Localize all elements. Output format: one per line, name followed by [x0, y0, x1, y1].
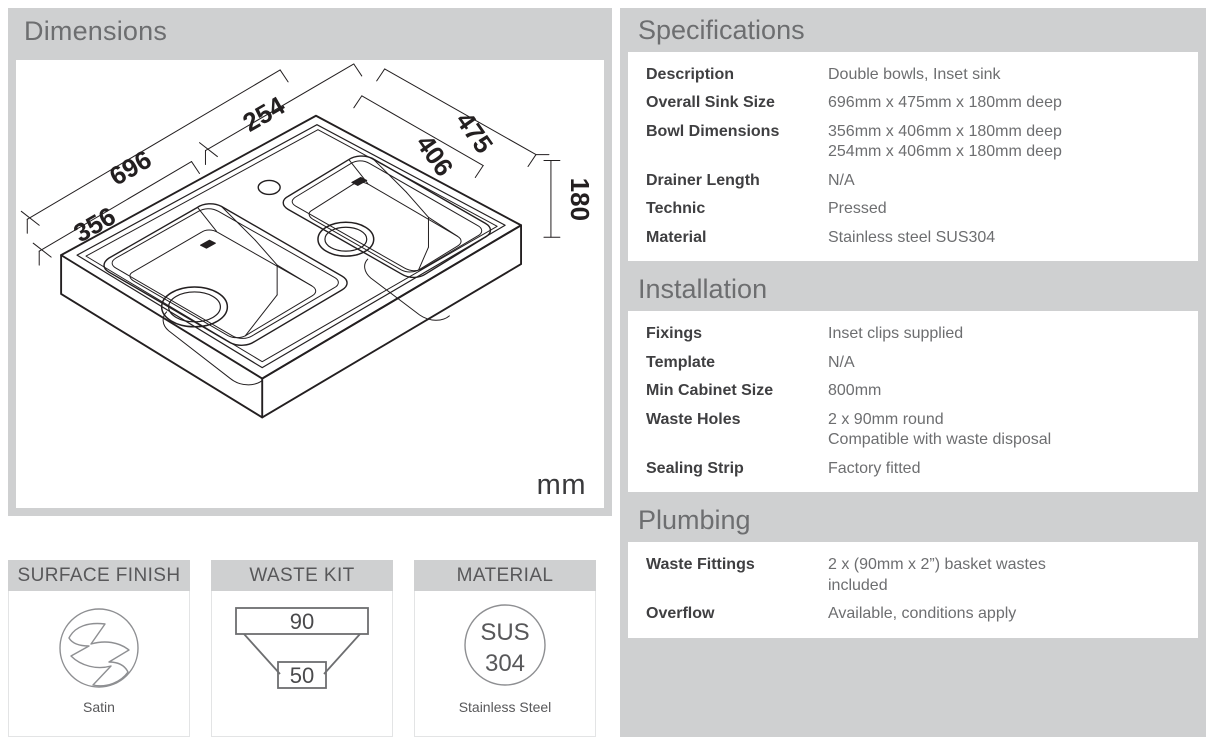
spec-value-line: Double bowls, Inset sink — [828, 66, 1001, 83]
spec-value-line: 254mm x 406mm x 180mm deep — [828, 143, 1062, 161]
spec-value-line: 356mm x 406mm x 180mm deep — [828, 122, 1062, 140]
spec-label: Waste Fittings — [646, 556, 755, 574]
spec-label: Bowl Dimensions — [646, 122, 780, 140]
spec-label: Material — [646, 228, 707, 246]
spec-row: Sealing Strip Factory fitted — [628, 455, 1198, 483]
spec-value-line: 696mm x 475mm x 180mm deep — [828, 94, 1062, 112]
spec-row: Min Cabinet Size 800mm — [628, 377, 1198, 405]
material-grade-line1: SUS — [480, 619, 529, 646]
spec-row: Fixings Inset clips supplied — [628, 320, 1198, 348]
spec-value: Double bowls, Inset sink — [828, 65, 1198, 85]
feature-body-surface-finish: Satin — [8, 591, 190, 737]
dim-254: 254 — [238, 92, 290, 138]
spec-value-line: Compatible with waste disposal — [828, 431, 1052, 449]
spec-value-line: Stainless steel SUS304 — [828, 228, 996, 246]
feature-heading-surface-finish: SURFACE FINISH — [8, 560, 190, 591]
waste-kit-top-size: 90 — [290, 609, 314, 634]
spec-value-line: 2 x 90mm round — [828, 410, 944, 428]
spec-value: N/A — [828, 171, 1198, 191]
spec-value-line: included — [828, 576, 888, 594]
spec-row: Template N/A — [628, 349, 1198, 377]
spec-label: Description — [646, 66, 735, 83]
spec-row: Waste Fittings 2 x (90mm x 2”) basket was… — [628, 551, 1198, 600]
feature-heading-waste-kit: WASTE KIT — [211, 560, 393, 591]
dim-406: 406 — [410, 130, 458, 181]
material-grade-icon: SUS 304 — [453, 599, 557, 697]
unit-label: mm — [536, 469, 586, 501]
spec-value: Stainless steel SUS304 — [828, 228, 1198, 248]
dimensions-drawing-area: 696 356 254 475 406 180 mm — [16, 60, 604, 508]
spec-value-line: N/A — [828, 353, 855, 371]
spec-label: Min Cabinet Size — [646, 382, 774, 400]
brushed-finish-icon — [51, 599, 147, 697]
spec-value: Inset clips supplied — [828, 324, 1198, 344]
spec-value: 696mm x 475mm x 180mm deep — [828, 93, 1198, 113]
spec-row: Overall Sink Size 696mm x 475mm x 180mm d… — [628, 89, 1198, 117]
spec-row: Material Stainless steel SUS304 — [628, 224, 1198, 252]
spec-value-line: Pressed — [828, 200, 887, 218]
feature-heading-material: MATERIAL — [414, 560, 596, 591]
spec-row: Description Double bowls, Inset sink — [628, 61, 1198, 89]
section-table-plumbing: Waste Fittings 2 x (90mm x 2”) basket was… — [628, 542, 1198, 638]
spec-row: Bowl Dimensions 356mm x 406mm x 180mm dee… — [628, 118, 1198, 167]
section-title-installation: Installation — [638, 274, 768, 305]
spec-label: Sealing Strip — [646, 459, 744, 477]
feature-box-surface-finish: SURFACE FINISH Satin — [8, 560, 190, 737]
spec-value-line: Available, conditions apply — [828, 605, 1017, 623]
spec-label: Overall Sink Size — [646, 94, 775, 112]
waste-funnel-icon: 90 50 — [222, 599, 382, 697]
feature-caption-surface-finish: Satin — [83, 699, 115, 715]
spec-value: 2 x (90mm x 2”) basket wastes included — [828, 555, 1198, 596]
sink-technical-drawing: 696 356 254 475 406 180 — [20, 63, 593, 419]
spec-value-line: Inset clips supplied — [828, 325, 964, 343]
spec-label: Technic — [646, 200, 706, 218]
spec-value: Pressed — [828, 199, 1198, 219]
spec-value: 356mm x 406mm x 180mm deep 254mm x 406mm … — [828, 122, 1198, 163]
spec-value: Available, conditions apply — [828, 604, 1198, 624]
waste-kit-bottom-size: 50 — [290, 663, 314, 688]
spec-label: Drainer Length — [646, 171, 760, 189]
material-grade-line2: 304 — [485, 650, 525, 677]
spec-value-line: 2 x (90mm x 2”) basket wastes — [828, 556, 1046, 574]
spec-row: Drainer Length N/A — [628, 167, 1198, 195]
spec-row: Technic Pressed — [628, 195, 1198, 223]
spec-label: Template — [646, 353, 716, 371]
feature-caption-material: Stainless Steel — [458, 699, 552, 715]
feature-body-material: SUS 304 Stainless Steel — [414, 591, 596, 737]
dim-180: 180 — [565, 178, 593, 221]
spec-row: Overflow Available, conditions apply — [628, 600, 1198, 628]
spec-value: Factory fitted — [828, 459, 1198, 479]
spec-value-line: Factory fitted — [828, 459, 921, 477]
feature-body-waste-kit: 90 50 — [211, 591, 393, 737]
dimensions-title: Dimensions — [24, 16, 168, 46]
spec-value-line: 800mm — [828, 382, 882, 400]
section-title-plumbing: Plumbing — [638, 505, 751, 536]
spec-value: 800mm — [828, 381, 1198, 401]
spec-value-line: N/A — [828, 171, 855, 189]
feature-box-material: MATERIAL SUS 304 Stainless Steel — [414, 560, 596, 737]
dim-696: 696 — [105, 146, 156, 192]
spec-label: Fixings — [646, 325, 703, 343]
section-title-specifications: Specifications — [638, 15, 805, 45]
dimensions-panel: Dimensions — [8, 8, 612, 516]
feature-box-waste-kit: WASTE KIT 90 50 — [211, 560, 393, 737]
spec-label: Waste Holes — [646, 410, 741, 428]
spec-value: N/A — [828, 353, 1198, 373]
spec-label: Overflow — [646, 605, 715, 623]
